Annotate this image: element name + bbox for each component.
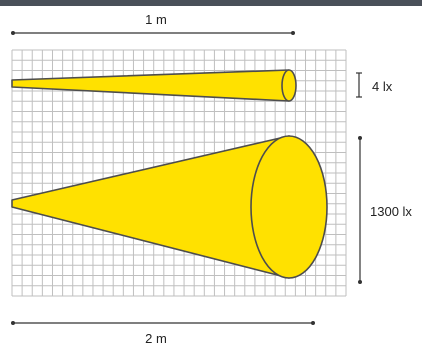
small-illuminance-marker (356, 73, 362, 97)
bottom-dimension-line (11, 321, 315, 325)
small-illuminance-label: 4 lx (372, 80, 392, 93)
large-illuminance-marker (358, 136, 362, 284)
bottom-distance-label: 2 m (136, 332, 176, 345)
top-dimension-line (11, 31, 295, 35)
header-bar (0, 0, 422, 6)
large-beam-cone (12, 136, 327, 278)
large-illuminance-label: 1300 lx (370, 205, 412, 218)
top-distance-label: 1 m (136, 13, 176, 26)
